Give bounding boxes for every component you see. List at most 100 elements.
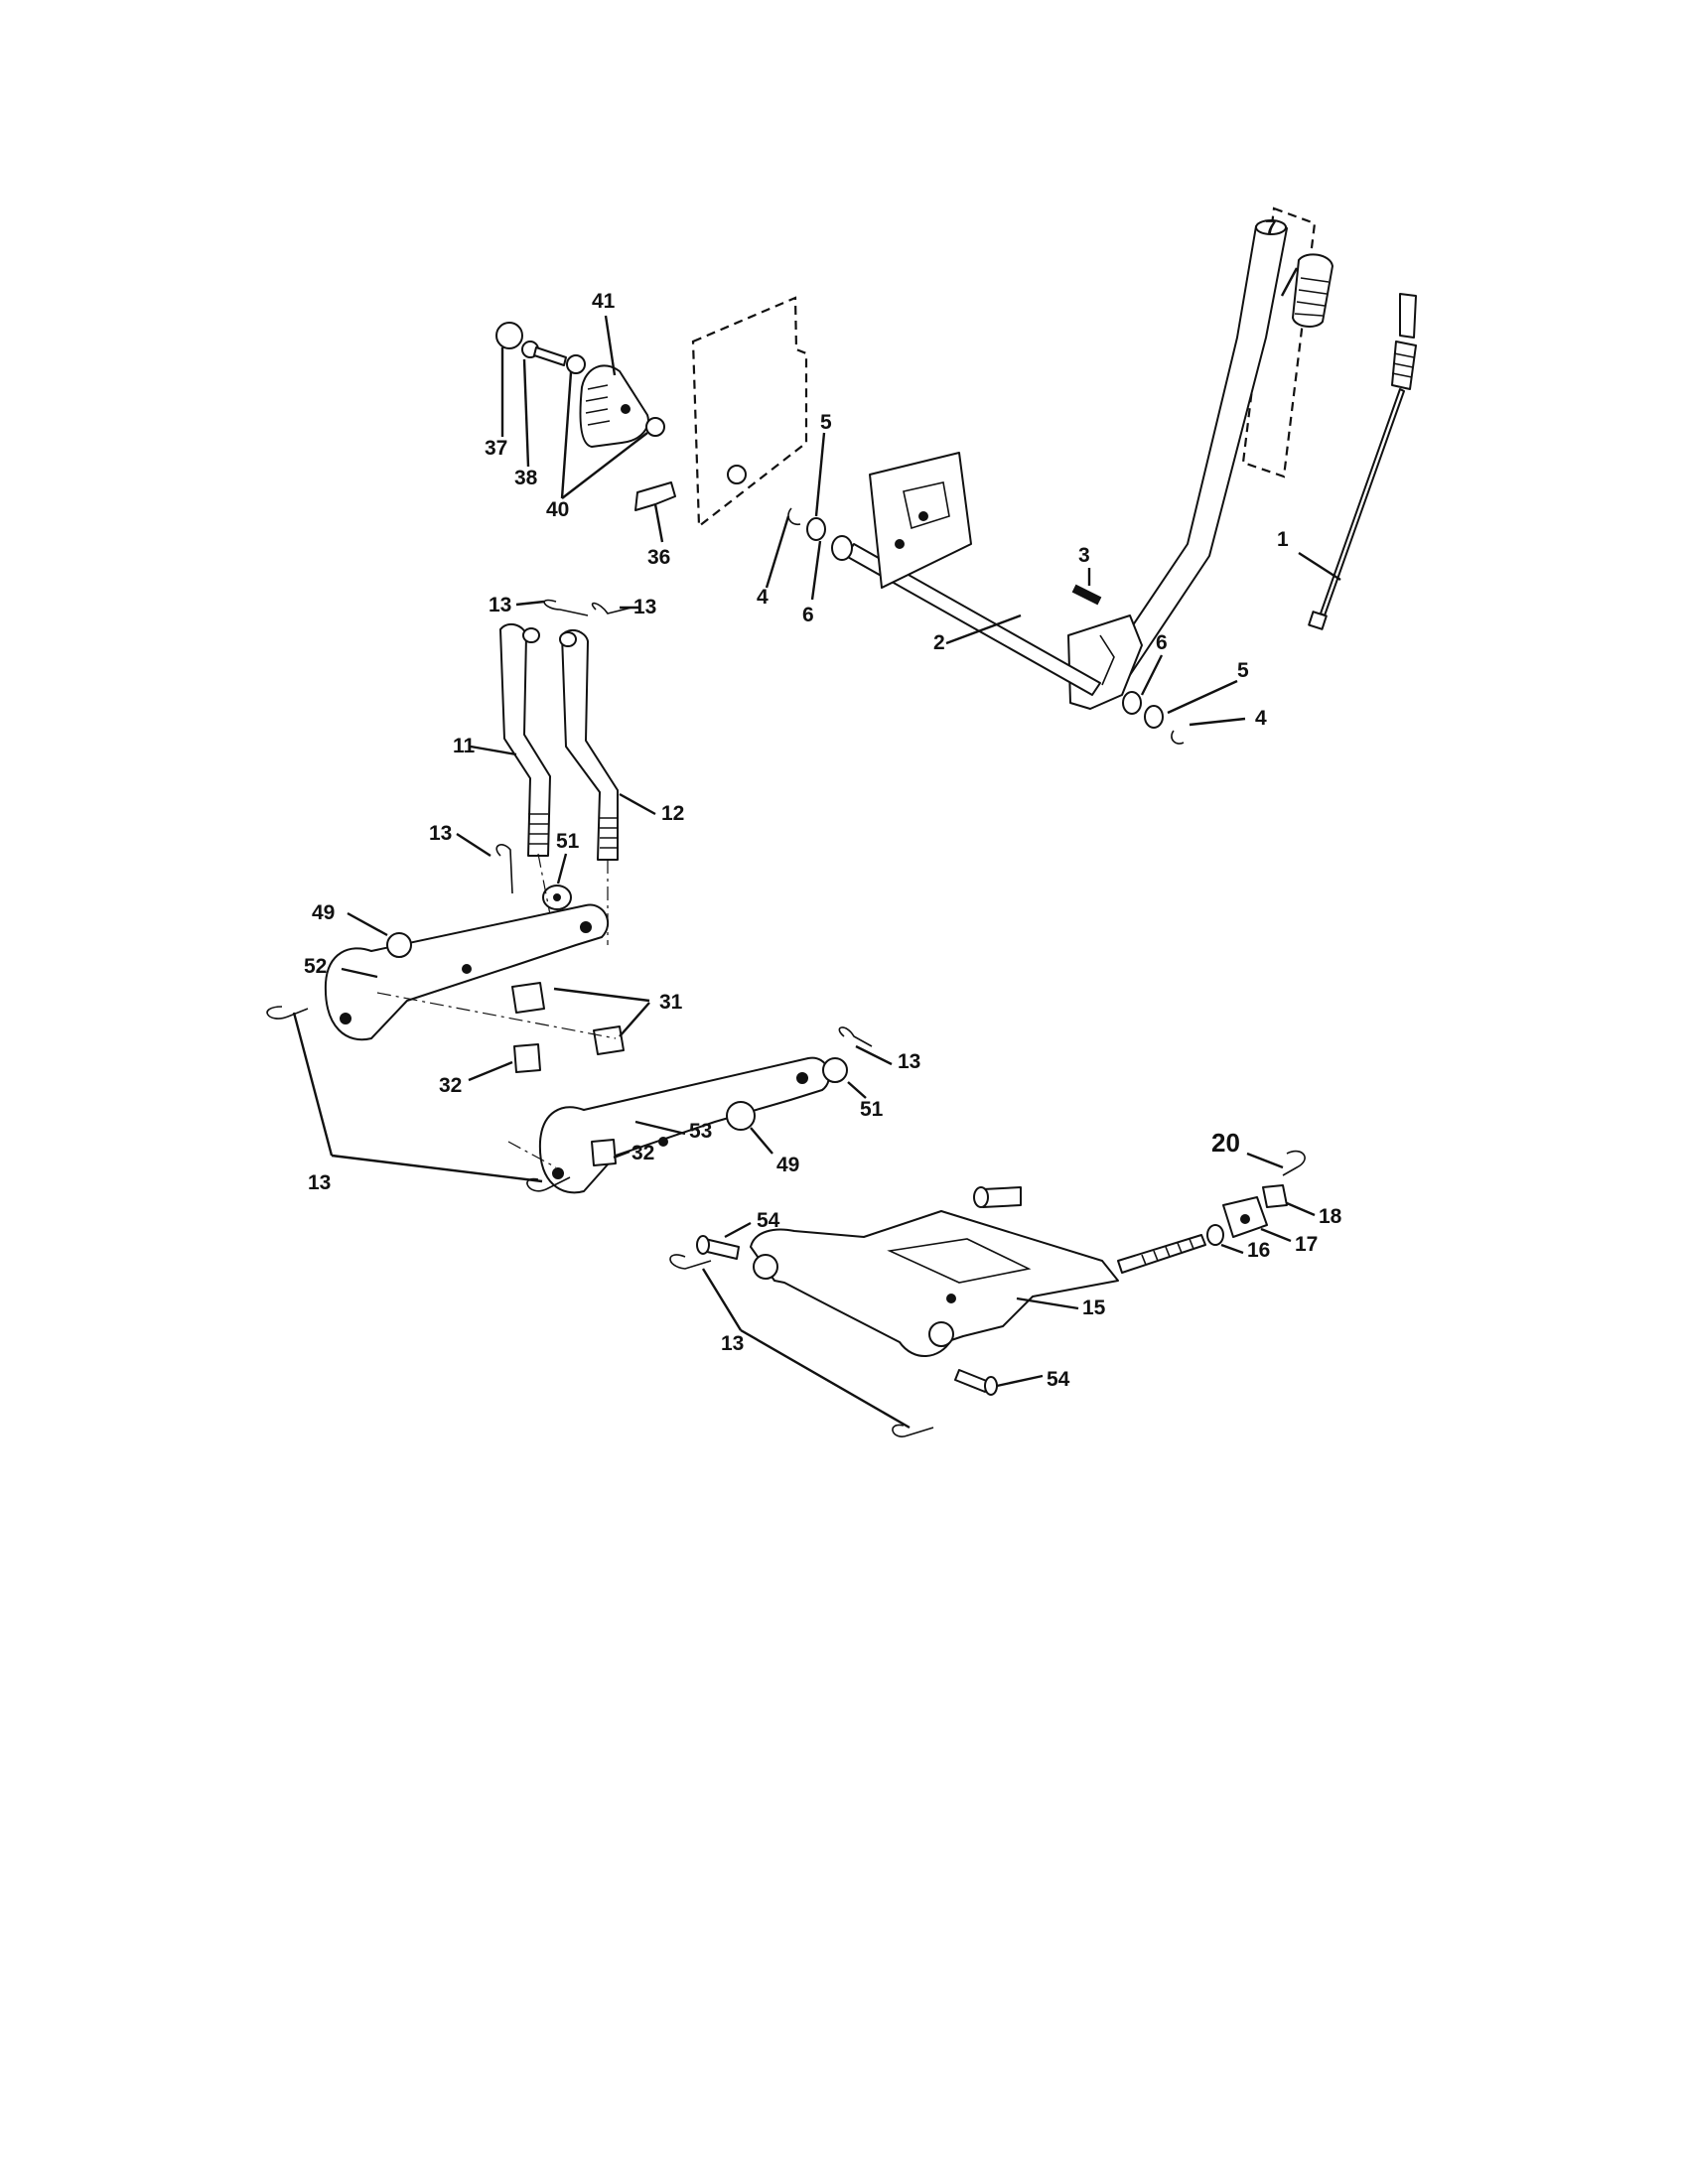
leader-54b [996,1374,1044,1388]
release-cable [1320,388,1405,616]
callout-49b: 49 [776,1154,799,1176]
lift-handle-tube [1109,220,1288,676]
leader-53 [634,1120,686,1136]
callout-32a: 32 [439,1074,462,1097]
hairpin-mid [495,844,513,894]
stud-nut [973,1186,989,1208]
leader-11 [470,745,517,756]
callout-32b: 32 [632,1142,654,1164]
leader-38 [522,358,530,468]
arm-53-hole-b [658,1137,668,1147]
arm-52-hole-b [462,964,472,974]
link-11-end [522,627,540,643]
pivot-bar-hole [946,1294,956,1303]
knob-hole [621,404,631,414]
callout-4a: 4 [757,586,769,609]
callout-54a: 54 [757,1209,780,1232]
callout-6b: 6 [1156,631,1168,654]
leader-20 [1246,1152,1284,1169]
hairpin-arm-left [266,1006,309,1020]
callout-54b: 54 [1047,1368,1070,1391]
trunnion-17-hole [1240,1214,1250,1224]
leader-36 [653,503,664,543]
leader-4b [1189,717,1246,727]
cable-knob [1399,293,1417,339]
callout-13e: 13 [308,1171,331,1194]
nut-18 [1262,1184,1288,1208]
clevis-pin-54b [954,1369,990,1393]
leader-32a [468,1060,513,1082]
cable-end [1308,611,1328,630]
callout-13b: 13 [633,596,656,618]
callout-13c: 13 [429,822,452,845]
callout-36: 36 [647,546,670,569]
leader-13a [515,600,545,607]
leader-2 [945,614,1022,645]
callout-37: 37 [485,437,507,460]
leader-13f [701,1268,743,1331]
leader-17 [1260,1227,1292,1243]
trunnion-31b [593,1025,625,1055]
knob-ridges [585,384,611,426]
bushing-right [1122,691,1142,715]
callout-31: 31 [659,991,683,1014]
handle-grip [1292,253,1333,328]
adjust-knob [579,364,649,448]
hairpin-20 [1282,1150,1306,1176]
nut-32b [591,1139,617,1166]
callout-labels: 7 1 3 2 6 5 4 5 6 4 41 37 38 40 36 13 13… [304,216,1342,1391]
pivot-bar-eye-left [753,1254,778,1280]
handle-tube-end [1255,219,1287,235]
spring-clip [634,481,676,511]
bracket-edge [1099,634,1115,686]
link-threads [528,813,618,849]
leader-7 [1280,267,1299,297]
callout-13d: 13 [898,1050,920,1073]
bushing-49a [386,932,412,958]
grip-ribs [1294,277,1330,317]
leader-13e [292,1012,334,1157]
leader-54a [724,1221,752,1239]
leader-32b [613,1150,631,1160]
arm-53-hole-c [796,1072,808,1084]
leader-6a [810,540,822,601]
nut-32a [513,1043,541,1073]
leader-15 [1016,1297,1079,1310]
callout-5a: 5 [820,411,832,434]
trunnion-31a [511,982,545,1014]
arm-52-hole-a [340,1013,351,1024]
callout-5b: 5 [1237,659,1249,682]
hairpin-arm-bottom [526,1176,571,1192]
lift-link-12 [561,628,619,861]
hairpin-top-left [543,599,589,616]
leader-12 [619,792,656,816]
washer-40a [566,354,586,374]
spring-pin [1071,584,1102,606]
washer-40b [645,417,665,437]
clip-left [787,507,801,526]
lift-handle-assembly [787,206,1417,745]
callout-13a: 13 [489,594,511,616]
plate-slot [903,481,950,530]
callout-2: 2 [933,631,945,654]
hairpin-arm-right [838,1026,873,1047]
callout-16: 16 [1247,1239,1270,1262]
pivot-bar-cutout [887,1238,1032,1284]
washer-left [806,517,826,541]
callout-11: 11 [453,735,476,757]
callout-15: 15 [1082,1297,1106,1319]
pivot-bar-assembly [669,1150,1306,1437]
callout-51a: 51 [556,830,580,853]
pivot-bar-eye-bottom [928,1321,954,1347]
arm-52-hole-c [580,921,592,933]
handle-grip-phantom [1241,206,1317,478]
washer-16 [1206,1224,1224,1246]
callout-7: 7 [1265,216,1277,239]
height-adjust-assembly [495,296,808,529]
callout-17: 17 [1295,1233,1318,1256]
leader-13d [855,1044,893,1066]
centerline-11 [537,853,557,946]
callout-3: 3 [1078,544,1090,567]
leader-31a [553,987,650,1003]
